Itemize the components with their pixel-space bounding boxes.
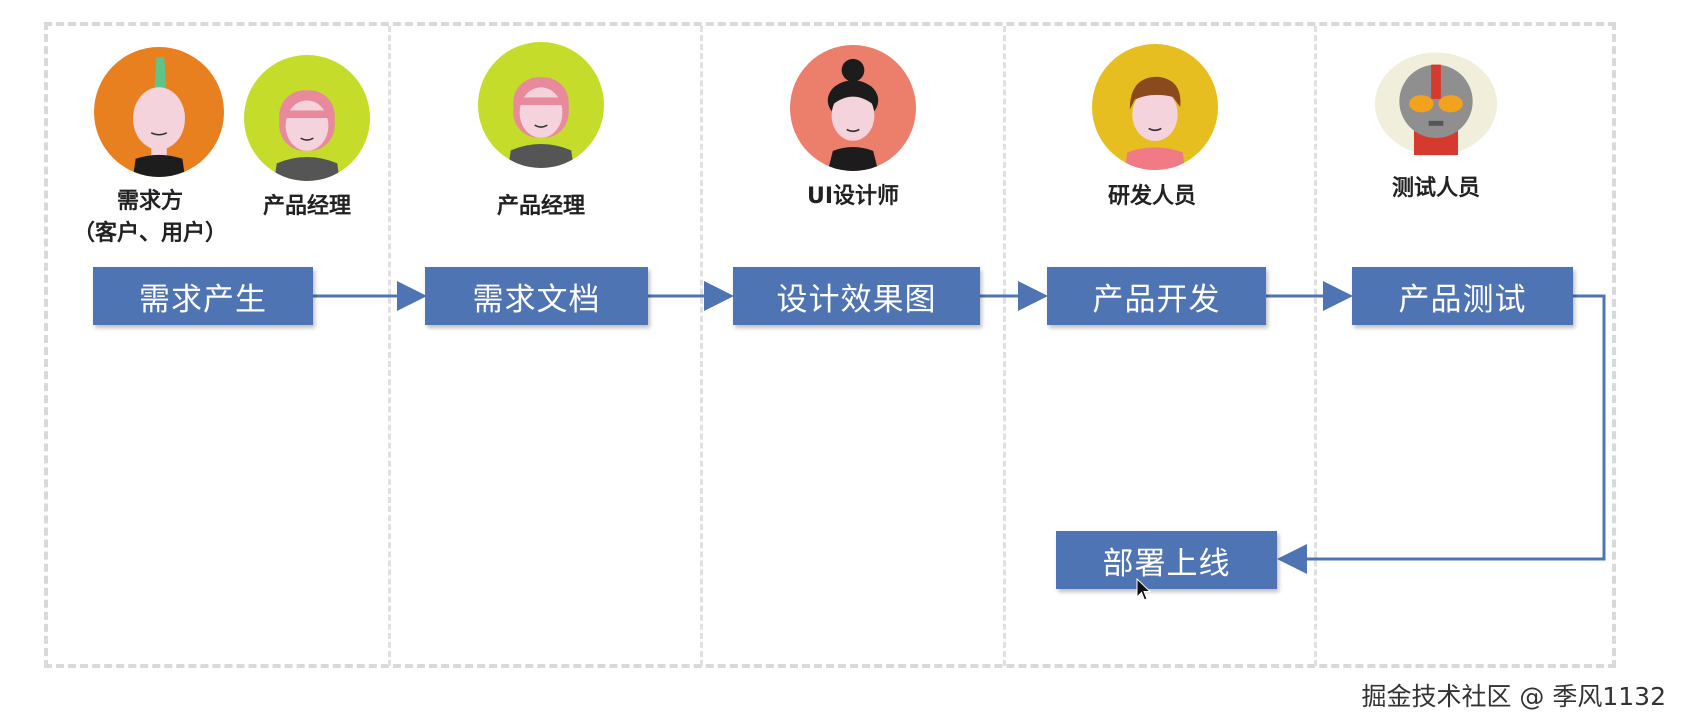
role-label-client: 需求方 （客户、用户） [72, 189, 228, 246]
lane-divider-2 [700, 26, 703, 666]
step-deploy-online: 部署上线 [1056, 531, 1277, 589]
lane-divider-1 [388, 26, 391, 666]
role-label-ui-designer: UI设计师 [806, 184, 900, 209]
step-product-testing: 产品测试 [1352, 267, 1573, 325]
avatar-client-icon [94, 47, 224, 177]
avatar-ui-designer-icon [790, 45, 916, 171]
avatar-pm-icon [478, 42, 604, 168]
role-label-tester: 测试人员 [1391, 176, 1481, 201]
step-product-development: 产品开发 [1047, 267, 1266, 325]
step-requirement-generated: 需求产生 [93, 267, 313, 325]
step-design-mockup: 设计效果图 [733, 267, 980, 325]
avatar-developer-icon [1092, 44, 1218, 170]
step-requirement-document: 需求文档 [425, 267, 648, 325]
role-label-pm-b: 产品经理 [496, 194, 586, 219]
watermark: 掘金技术社区 @ 季风1132 [1361, 682, 1666, 711]
process-frame [44, 22, 1616, 668]
lane-divider-3 [1003, 26, 1006, 666]
lane-divider-4 [1314, 26, 1317, 666]
role-label-pm-a: 产品经理 [262, 194, 352, 219]
role-label-developer: 研发人员 [1107, 184, 1197, 209]
avatar-pm-icon [244, 55, 370, 181]
avatar-tester-robot-icon [1374, 50, 1498, 160]
cursor-arrow-icon [1136, 578, 1152, 601]
